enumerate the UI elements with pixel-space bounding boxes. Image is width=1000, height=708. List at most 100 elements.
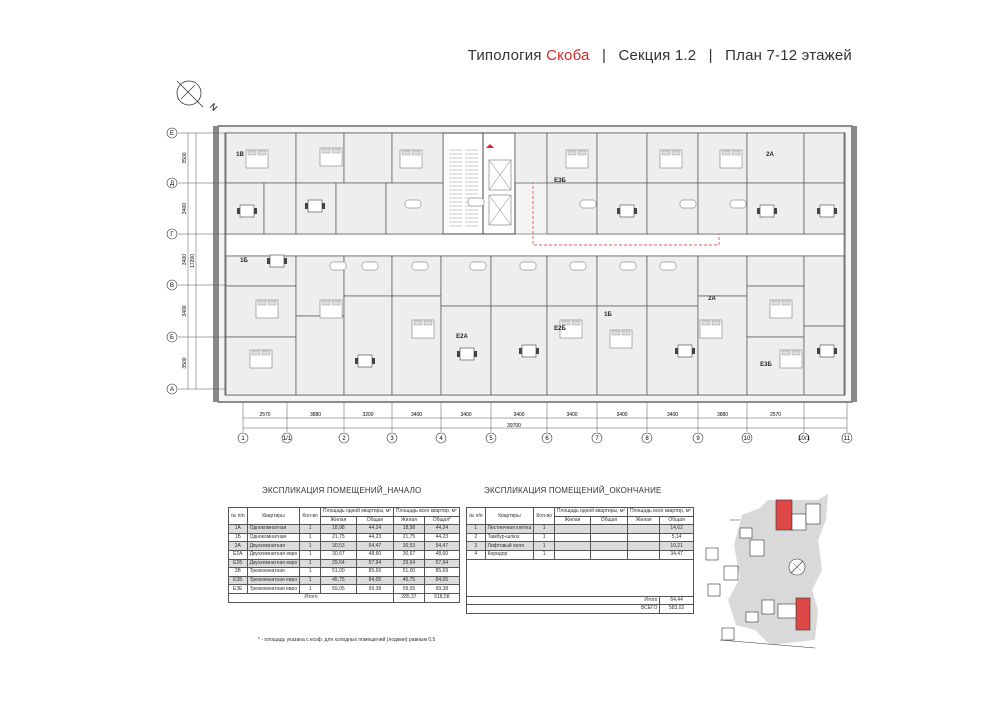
table1-caption: ЭКСПЛИКАЦИЯ ПОМЕЩЕНИЙ_НАЧАЛО [262,486,422,495]
bathtub-icon [659,261,677,271]
table-cell: 45,75 [392,575,425,586]
table-cell: 85,69 [355,567,394,577]
col-dimension: 3880 [310,412,321,418]
room [746,182,805,235]
table-cell: 84,05 [423,575,460,586]
explication-table-start: № п/п Квартиры Кол-во Площадь одной квар… [228,506,460,603]
row-axis-label: Е [170,131,174,137]
col-axis-label: 6 [545,436,549,442]
col-living2: Жилая [392,515,425,526]
table-cell: 1 [533,549,555,560]
table-cell [626,549,661,560]
col-axis-marker [435,432,447,444]
table-cell: 1 [533,541,555,551]
title-section: Секция 1.2 [618,47,697,64]
table-cell: 1 [299,549,321,560]
apartment-tag: 2А [708,296,716,302]
table-cell: 48,60 [355,549,394,560]
table-cell [626,541,661,551]
table2-caption: ЭКСПЛИКАЦИЯ ПОМЕЩЕНИЙ_ОКОНЧАНИЕ [484,486,662,495]
col-axis-label: 9 [696,436,700,442]
col-area-all: Площадь всех квартир, м² [392,507,460,517]
col-area-one: Площадь одной квартиры, м² [319,507,394,517]
col-total-dimension: 39700 [507,423,521,429]
table-cell: 30,53 [319,541,357,551]
apartment-tag: 1В [236,152,244,158]
col-dimension: 3400 [460,412,471,418]
room [391,295,442,396]
bathtub-icon [361,261,379,271]
row-total-dimension: 17200 [190,254,196,268]
table-cell: 29,64 [319,558,357,569]
table-cell: 5,14 [659,532,694,543]
room [746,255,805,287]
total-living: 285,37 [392,592,425,603]
col-axis-marker [237,432,249,444]
col-axis-marker [641,432,653,444]
title-separator: | [601,47,607,64]
col-axis-marker [798,432,810,444]
row-dimension: 3400 [182,305,188,316]
row-dimension: 3400 [182,203,188,214]
col-total: Общая [355,515,394,526]
table-cell: 1 [299,541,321,551]
table-cell: Однокомнатная [246,524,301,534]
table-cell [553,541,591,551]
table-cell: 1 [533,524,555,534]
table-icon [677,344,693,358]
col-total2: Общая* [423,515,460,526]
col-area-all: Площадь всех квартир, м² [626,507,694,517]
col-dimension: 3400 [513,412,524,418]
table-cell [553,549,591,560]
table-cell: 44,24 [423,524,460,534]
col-total2: Общая [659,515,694,526]
table1-footnote: * - площадь указана с коэф. для холодных… [258,637,436,643]
table-cell: 1 [299,584,321,594]
room [546,305,598,396]
col-axis-label: 2 [342,436,346,442]
table-cell: Трехкомнатная евро [246,584,301,594]
col-axis-label: 11 [844,436,851,442]
table-cell: 54,47 [423,541,460,551]
table-cell: Двухкомнатная евро [246,549,301,560]
table-cell: 45,75 [319,575,357,586]
col-axis-marker [841,432,853,444]
table-cell [589,532,628,543]
apartment-tag: Е2Б [554,326,566,332]
table-cell: 85,69 [423,567,460,577]
room [385,182,444,235]
table-cell: 1 [299,524,321,534]
col-axis-marker [338,432,350,444]
bathtub-icon [329,261,347,271]
col-axis-label: 8 [645,436,649,442]
total-value: 64,44 [659,595,694,606]
room [596,132,648,184]
bathtub-icon [411,261,429,271]
table-cell: Двухкомнатная евро [246,558,301,569]
table-cell: 2А [228,541,248,551]
table-cell: 4 [466,549,486,560]
room [295,315,345,396]
row-axis-marker [166,279,178,291]
room [697,295,748,396]
room [746,132,805,184]
table-cell: Е3Б [228,575,248,586]
table-icon [521,344,537,358]
table-icon [619,204,635,218]
room-partitions [225,132,845,396]
room [697,182,748,235]
table-cell [553,532,591,543]
key-plan [705,494,828,649]
col-dimension: 3200 [362,412,373,418]
col-axis-marker [281,432,293,444]
row-axis-marker [166,177,178,189]
table-cell: 44,23 [423,532,460,543]
row-axis-label: Д [170,181,174,187]
table-icon [759,204,775,218]
table-cell: 54,47 [355,541,394,551]
table-cell: 1Б [228,532,248,543]
table-cell: 59,05 [319,584,357,594]
